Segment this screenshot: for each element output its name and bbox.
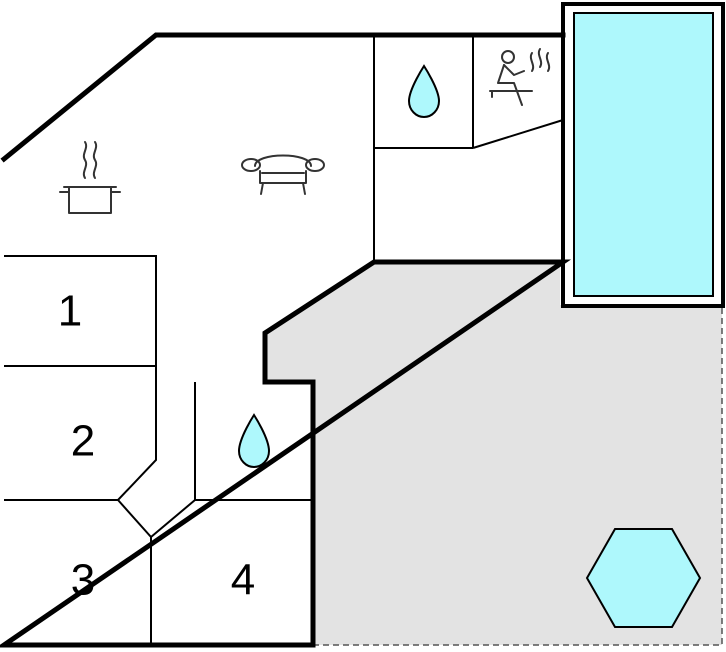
- exterior-walls: [0, 32, 572, 648]
- cooking-pot-icon: [59, 141, 121, 214]
- swimming-pool: [561, 2, 725, 308]
- hot-tub: [585, 528, 702, 628]
- water-drop-icon: [407, 64, 441, 119]
- room-4-label: 4: [231, 556, 255, 605]
- sauna-icon: [489, 48, 551, 106]
- interior-walls: [4, 35, 564, 645]
- sofa-icon: [241, 154, 325, 195]
- room-1-label: 1: [58, 287, 82, 336]
- room-3-label: 3: [71, 556, 95, 605]
- room-2-label: 2: [71, 417, 95, 466]
- water-drop-icon: [237, 413, 271, 469]
